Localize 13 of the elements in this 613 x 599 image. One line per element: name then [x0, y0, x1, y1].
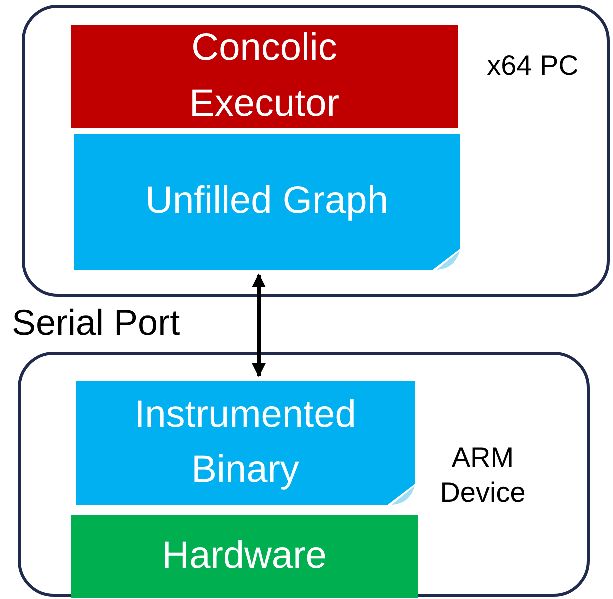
box-label: Unfilled Graph [146, 179, 388, 224]
box-label: Hardware [162, 534, 327, 579]
device-group-box [18, 352, 590, 597]
group-label: ARM Device [439, 441, 527, 510]
binary-note-box [73, 378, 418, 508]
process-box [71, 25, 458, 128]
hardware-box [71, 515, 418, 598]
graph-note-box [71, 131, 463, 273]
double-arrow [252, 274, 266, 378]
computer-group-box [22, 5, 610, 297]
group-label: x64 PC [486, 49, 580, 83]
box-label: Instrumented Binary [134, 392, 358, 493]
box-label: Concolic Executor [188, 26, 340, 126]
